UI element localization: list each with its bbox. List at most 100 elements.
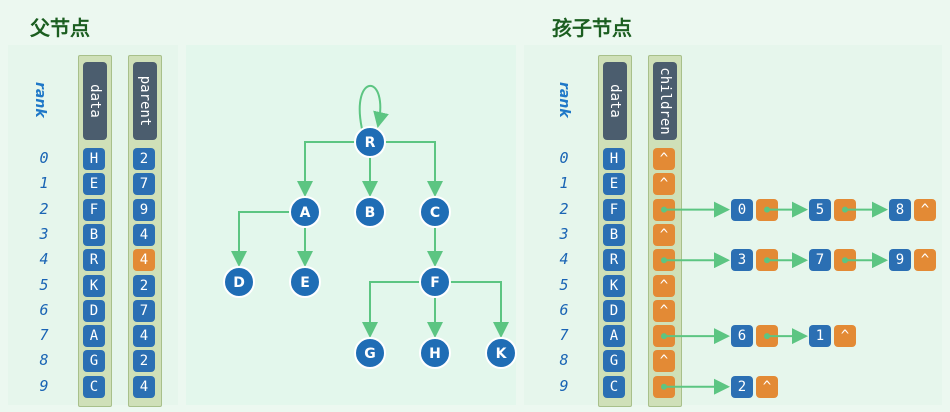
tree-edge bbox=[362, 281, 420, 338]
data-cell: F bbox=[83, 198, 105, 221]
child-data-cell: A bbox=[603, 325, 625, 348]
tree-node-label: R bbox=[365, 135, 376, 151]
child-data-cell: H bbox=[603, 148, 625, 170]
tree-node-label: D bbox=[233, 275, 245, 291]
data-cell: K bbox=[83, 274, 105, 297]
child-data-cell: C bbox=[603, 375, 625, 398]
rank-label: 3 bbox=[39, 224, 49, 243]
children-head-cell: ^ bbox=[653, 223, 675, 246]
tree-edge bbox=[231, 211, 290, 267]
parent-cell: 7 bbox=[133, 299, 155, 322]
root-self-loop bbox=[358, 85, 389, 130]
tree-node-label: A bbox=[300, 205, 311, 221]
child-index-cell: 5 bbox=[809, 198, 831, 221]
child-section-title: 孩子节点 bbox=[552, 16, 632, 40]
data-cell: A bbox=[83, 325, 105, 348]
tree-node: B bbox=[354, 196, 386, 228]
child-data-cell: R bbox=[603, 249, 625, 272]
null-pointer-cell: ^ bbox=[914, 249, 936, 272]
tree-node-label: C bbox=[430, 205, 440, 221]
child-index-cell: 9 bbox=[889, 249, 911, 272]
rank-label: 8 bbox=[559, 351, 569, 370]
parent-section-title: 父节点 bbox=[30, 16, 90, 40]
data-cell: D bbox=[83, 299, 105, 322]
rank-label: 5 bbox=[39, 275, 49, 294]
parent-cell: 4 bbox=[133, 223, 155, 246]
tree-edge bbox=[450, 281, 509, 338]
children-head-cell: ^ bbox=[653, 350, 675, 373]
rank-label: 1 bbox=[39, 174, 49, 193]
children-header: children bbox=[653, 62, 677, 140]
rank-label: 4 bbox=[559, 250, 569, 269]
tree-edge bbox=[297, 141, 355, 197]
data-cell: E bbox=[83, 173, 105, 196]
tree-node-label: K bbox=[496, 346, 508, 362]
parent-cell: 4 bbox=[133, 249, 155, 272]
child-index-cell: 6 bbox=[731, 325, 753, 348]
parent-cell: 2 bbox=[133, 274, 155, 297]
parent-cell: 2 bbox=[133, 148, 155, 170]
child-data-cell: B bbox=[603, 223, 625, 246]
rank-label: 9 bbox=[559, 376, 569, 395]
rank-label: 2 bbox=[39, 199, 49, 218]
tree-node: H bbox=[419, 337, 451, 369]
tree-panel bbox=[186, 45, 516, 405]
tree-node-label: B bbox=[365, 205, 376, 221]
data-cell: C bbox=[83, 375, 105, 398]
child-index-cell: 7 bbox=[809, 249, 831, 272]
rank-label: 6 bbox=[559, 300, 569, 319]
tree-edge bbox=[385, 141, 443, 197]
rank-label: 2 bbox=[559, 199, 569, 218]
data-cell: R bbox=[83, 249, 105, 272]
tree-node: E bbox=[289, 266, 321, 298]
rank-label: 0 bbox=[39, 149, 49, 167]
null-pointer-cell: ^ bbox=[834, 325, 856, 348]
child-index-cell: 8 bbox=[889, 198, 911, 221]
child-data-cell: D bbox=[603, 299, 625, 322]
parent-cell: 4 bbox=[133, 375, 155, 398]
tree-node: G bbox=[354, 337, 386, 369]
tree-node: A bbox=[289, 196, 321, 228]
child-index-cell: 1 bbox=[809, 325, 831, 348]
child-index-cell: 2 bbox=[731, 375, 753, 398]
parent-header: parent bbox=[133, 62, 157, 140]
child-data-cell: G bbox=[603, 350, 625, 373]
children-head-cell: ^ bbox=[653, 274, 675, 297]
parent-cell: 7 bbox=[133, 173, 155, 196]
children-head-cell: ^ bbox=[653, 148, 675, 170]
tree-node-label: H bbox=[429, 346, 441, 362]
data-header: data bbox=[83, 62, 107, 140]
tree-node: C bbox=[419, 196, 451, 228]
tree-node: R bbox=[354, 126, 386, 158]
child-index-cell: 3 bbox=[731, 249, 753, 272]
tree-node-label: G bbox=[364, 346, 376, 362]
tree-node: F bbox=[419, 266, 451, 298]
tree-node-label: E bbox=[300, 275, 310, 291]
rank-label: 0 bbox=[559, 149, 569, 167]
rank-label: 7 bbox=[559, 326, 569, 345]
null-pointer-cell: ^ bbox=[756, 375, 778, 398]
null-pointer-cell: ^ bbox=[914, 198, 936, 221]
child-data-cell: F bbox=[603, 198, 625, 221]
rank-label: 8 bbox=[39, 351, 49, 370]
rank-label: 1 bbox=[559, 174, 569, 193]
rank-label: 3 bbox=[559, 224, 569, 243]
tree-node-label: F bbox=[430, 275, 440, 291]
child-index-cell: 0 bbox=[731, 198, 753, 221]
rank-label: 6 bbox=[39, 300, 49, 319]
tree-node: K bbox=[485, 337, 517, 369]
children-head-cell: ^ bbox=[653, 299, 675, 322]
child-data-header: data bbox=[603, 62, 627, 140]
rank-label: 4 bbox=[39, 250, 49, 269]
tree-node: D bbox=[223, 266, 255, 298]
data-cell: H bbox=[83, 148, 105, 170]
parent-cell: 4 bbox=[133, 325, 155, 348]
data-cell: G bbox=[83, 350, 105, 373]
parent-cell: 9 bbox=[133, 198, 155, 221]
parent-cell: 2 bbox=[133, 350, 155, 373]
child-data-cell: E bbox=[603, 173, 625, 196]
rank-label: 9 bbox=[39, 376, 49, 395]
rank-label: 5 bbox=[559, 275, 569, 294]
